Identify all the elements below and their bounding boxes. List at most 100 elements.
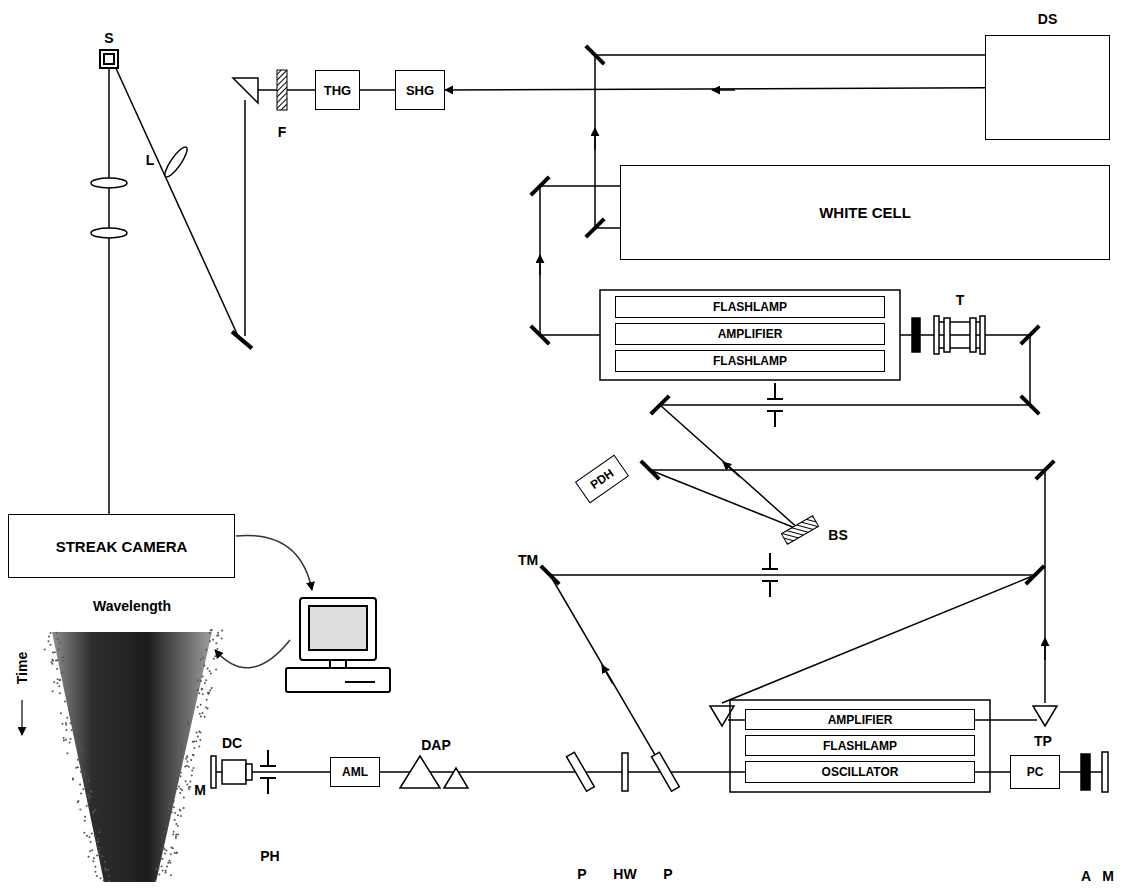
- cavity-optics: [444, 768, 468, 788]
- streak-image: [91, 791, 93, 793]
- cavity-optics: [567, 752, 595, 791]
- cavity-optics: [222, 760, 246, 784]
- streak-image: [176, 781, 178, 783]
- mirror: [1021, 326, 1039, 344]
- streak-image: [59, 679, 61, 681]
- amplifier-box: AMPLIFIER: [615, 323, 885, 345]
- box-label: SHG: [406, 84, 434, 97]
- lens: [162, 144, 191, 179]
- box-label: STREAK CAMERA: [56, 539, 188, 554]
- box-label: FLASHLAMP: [713, 301, 787, 313]
- streak-image: [76, 731, 78, 733]
- streak-image: [93, 810, 95, 812]
- computer-icon: [286, 598, 390, 692]
- streak-image: [165, 849, 167, 851]
- streak-image: [180, 764, 182, 766]
- streak-image: [69, 713, 71, 715]
- streak-image: [158, 868, 160, 870]
- mirror: [531, 326, 549, 344]
- streak-image: [199, 732, 201, 734]
- harmonic-crystal-box: SHG: [395, 70, 445, 110]
- beam-connector: [360, 89, 395, 91]
- streak-image: [197, 679, 199, 681]
- streak-image: [200, 680, 202, 682]
- streak-image: [61, 723, 63, 725]
- sample-cell: [104, 54, 114, 64]
- streak-image: [105, 869, 107, 871]
- streak-image: [188, 788, 190, 790]
- streak-image: [170, 874, 172, 876]
- streak-image: [79, 808, 81, 810]
- streak-image: [207, 667, 209, 669]
- white-cell-box: WHITE CELL: [620, 165, 1110, 260]
- streak-image: [59, 642, 61, 644]
- beam-direction-arrow: [602, 665, 613, 684]
- box-label: AMPLIFIER: [828, 714, 893, 726]
- streak-image: [201, 712, 203, 714]
- streak-image: [73, 726, 75, 728]
- cavity-optics: [1081, 754, 1090, 790]
- mirror: [531, 177, 549, 195]
- streak-image: [96, 854, 98, 856]
- streak-image: [86, 835, 88, 837]
- streak-image: [88, 856, 90, 858]
- pinhole: [769, 553, 771, 569]
- computer-icon: [345, 681, 375, 683]
- streak-image: [172, 786, 174, 788]
- sample-cell: [100, 50, 118, 68]
- streak-image: [200, 658, 202, 660]
- streak-image: [89, 850, 91, 852]
- streak-image: [107, 869, 109, 871]
- streak-image: [177, 834, 179, 836]
- streak-image: [200, 715, 202, 717]
- part-label: M: [1102, 869, 1114, 883]
- flashlamp-box: FLASHLAMP: [615, 350, 885, 372]
- streak-image: [70, 738, 72, 740]
- streak-image: [205, 679, 207, 681]
- streak-image: [52, 632, 212, 882]
- streak-image: [58, 685, 60, 687]
- laser-beam: [540, 334, 600, 336]
- streak-image: [189, 786, 191, 788]
- pinhole: [767, 398, 783, 400]
- part-label: HW: [613, 867, 636, 881]
- lens: [91, 178, 127, 188]
- streak-image: [96, 844, 98, 846]
- streak-image: [189, 780, 191, 782]
- streak-image: [177, 825, 179, 827]
- streak-image: [63, 739, 65, 741]
- streak-image: [90, 841, 92, 843]
- amplifier-head-housing: [600, 290, 990, 792]
- pinhole: [767, 410, 783, 412]
- streak-image: [172, 847, 174, 849]
- streak-image: [193, 741, 195, 743]
- streak-image: [206, 699, 208, 701]
- streak-image: [57, 678, 59, 680]
- streak-image: [188, 766, 190, 768]
- streak-image: [99, 858, 101, 860]
- streak-image: [180, 775, 182, 777]
- streak-image: [104, 861, 106, 863]
- mirror: [1026, 566, 1044, 584]
- streak-image: [169, 862, 171, 864]
- part-label: BS: [828, 528, 847, 542]
- streak-image: [172, 790, 174, 792]
- box-label: FLASHLAMP: [713, 355, 787, 367]
- streak-image: [160, 858, 162, 860]
- streak-image: [212, 639, 214, 641]
- streak-image: [168, 807, 170, 809]
- streak-image: [81, 750, 83, 752]
- computer-icon: [286, 668, 390, 692]
- streak-image: [190, 759, 192, 761]
- data-flow-arrow: [215, 640, 290, 668]
- amplifier-box: AMPLIFIER: [745, 709, 975, 730]
- streak-image: [108, 875, 110, 877]
- streak-image: [77, 759, 79, 761]
- mirror: [586, 46, 604, 64]
- streak-image: [173, 831, 175, 833]
- laser-beam: [540, 185, 620, 187]
- streak-image: [93, 857, 95, 859]
- laser-beam: [287, 89, 315, 91]
- streak-image: [72, 778, 74, 780]
- streak-image: [62, 656, 64, 658]
